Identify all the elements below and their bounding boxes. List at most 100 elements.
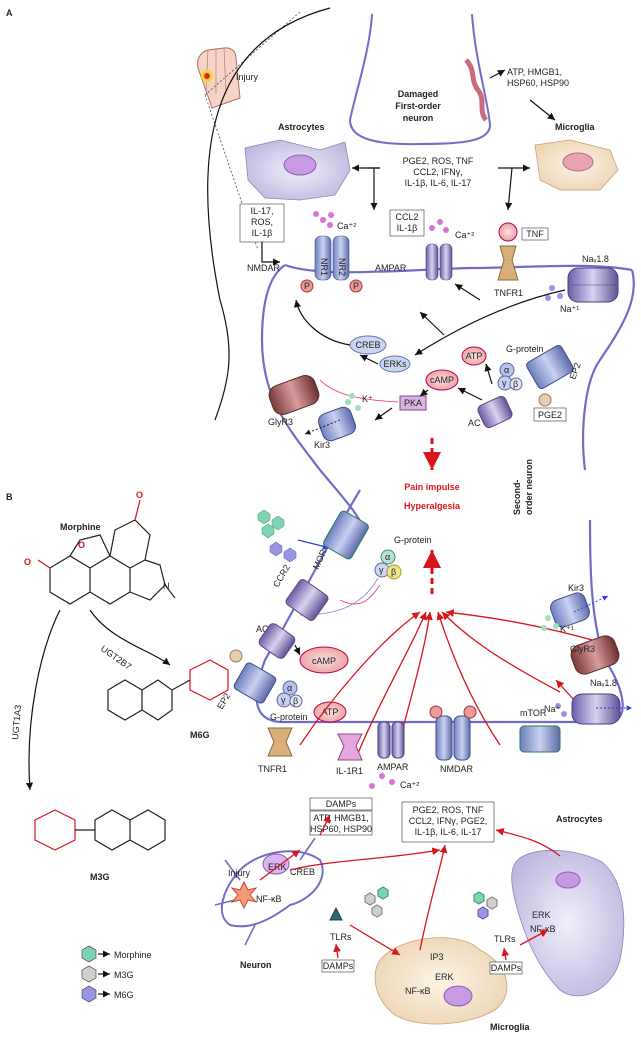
ampar-b-receptor xyxy=(377,721,405,759)
atp-a-node xyxy=(461,346,487,366)
svg-text:IL-17,ROS,IL-1β: IL-17,ROS,IL-1β xyxy=(250,206,273,238)
beta-b-bot: β xyxy=(293,696,298,706)
m3g-title: M3G xyxy=(90,872,110,882)
nav-a-label: Naᵥ1.8 xyxy=(582,254,609,264)
mediators-a-l2: CCL2, IFNγ, xyxy=(413,167,463,177)
erks-label: ERKs xyxy=(383,359,407,369)
panel-a-label: A xyxy=(6,8,13,18)
morphine-o2: O xyxy=(24,557,31,567)
damps-list-l2: HSP60, HSP90 xyxy=(310,824,372,834)
pge2-ligand-b xyxy=(229,649,243,663)
beta-a: β xyxy=(513,379,518,389)
microglia-b-cell xyxy=(374,937,508,1025)
pka-node xyxy=(399,395,427,411)
legend: Morphine M3G M6G xyxy=(81,945,152,1003)
ac-a-enzyme xyxy=(477,395,513,429)
damps-b-small-box-2 xyxy=(489,961,523,975)
creb-a-label: CREB xyxy=(355,340,380,350)
beta-b-top: β xyxy=(391,567,396,577)
ep2-a-receptor xyxy=(526,344,574,390)
ugt2b7-label: UGT2B7 xyxy=(99,643,133,671)
alpha-a: α xyxy=(504,365,509,375)
k-a-label: K⁺ xyxy=(362,394,373,404)
erks-node xyxy=(379,355,411,373)
glyr3-a-channel xyxy=(268,375,320,415)
astro-box-l1: IL-17, xyxy=(250,206,273,216)
erk-b-label-astro: ERK xyxy=(532,910,551,920)
atp-a-label: ATP xyxy=(466,351,483,361)
alpha-b-bot: α xyxy=(287,683,292,693)
microglia-a-nucleus xyxy=(562,152,594,172)
alpha-b-top: α xyxy=(385,552,390,562)
injury-star-icon xyxy=(230,880,258,910)
nav18-b-channel xyxy=(571,693,621,725)
astro-mediator-box xyxy=(239,203,285,243)
p-label-1: P xyxy=(304,281,310,291)
m3g-structure xyxy=(34,809,166,851)
calcium-ions-a2 xyxy=(429,219,449,233)
damps-b-small-2: DAMPs xyxy=(491,963,522,973)
bottom-red-arrows xyxy=(259,814,561,961)
pka-inhibit-glyr3 xyxy=(319,379,399,403)
tlr-b-receptor xyxy=(519,725,561,753)
mediators-b-box xyxy=(401,801,495,843)
p-label-2: P xyxy=(353,281,359,291)
legend-morphine-label: Morphine xyxy=(114,950,152,960)
damps-title: DAMPs xyxy=(326,799,357,809)
astro-box-l3: IL-1β xyxy=(252,228,273,238)
tnfr1-b-receptor xyxy=(267,727,293,757)
ccr2-receptor xyxy=(285,579,329,621)
sodium-ions-b xyxy=(555,703,567,717)
m6g-ligands-b xyxy=(269,541,297,563)
morphine-o1: O xyxy=(136,490,143,500)
nr2-label: NR2 xyxy=(337,258,347,276)
neuron-cell-b xyxy=(214,837,324,946)
hyperalgesia-label: Hyperalgesia xyxy=(404,501,461,511)
il1r1-receptor xyxy=(337,733,363,761)
ep2-b-receptor xyxy=(233,662,277,704)
mor-label: MOR xyxy=(311,547,329,571)
first-order-axon-outline xyxy=(207,7,331,421)
na-b-label: Na⁺ xyxy=(544,704,561,714)
ugt1a3-label: UGT1A3 xyxy=(10,704,23,740)
na-a-label: Na⁺¹ xyxy=(560,304,579,314)
damps-b-small-1: DAMPs xyxy=(323,961,354,971)
ca-label-a2: Ca⁺² xyxy=(455,230,474,240)
pain-impulse-label: Pain impulse xyxy=(404,482,460,492)
m6g-title: M6G xyxy=(190,730,210,740)
neuron-b-label: Neuron xyxy=(240,960,272,970)
astrocytes-b-label: Astrocytes xyxy=(556,814,603,824)
mediators-b-l2: CCL2, IFNγ, PGE2, xyxy=(409,816,488,826)
glyr3-b-channel xyxy=(570,635,620,675)
ca-label-a1: Ca⁺² xyxy=(337,221,356,231)
morphine-n: N xyxy=(163,581,170,591)
ac-a-label: AC xyxy=(468,418,481,428)
ccl2-box-l2: IL-1β xyxy=(397,223,418,233)
damps-title-box xyxy=(309,797,373,811)
potassium-ions-b xyxy=(541,615,559,631)
nmdar-b-label: NMDAR xyxy=(440,764,473,774)
ligand-cluster-bottom-2 xyxy=(473,891,498,920)
nav18-a-channel xyxy=(567,267,619,303)
glyr3-b-label: GlyR3 xyxy=(570,644,595,654)
gamma-b-bot: γ xyxy=(281,695,286,705)
tlrs-b-label-neuron: TLRs xyxy=(330,932,352,942)
gamma-b-top: γ xyxy=(379,565,384,575)
creb-b-label: CREB xyxy=(290,867,315,877)
legend-m3g-label: M3G xyxy=(114,970,134,980)
ca-b-label: Ca⁺² xyxy=(400,780,419,790)
damaged-neuron-l3: neuron xyxy=(403,113,434,123)
m6g-structure xyxy=(107,659,229,721)
sodium-ions-a xyxy=(545,285,563,301)
svg-text:Second-order neuron: Second-order neuron xyxy=(512,459,534,515)
kir3-b-channel xyxy=(550,592,590,628)
nr1-label: NR1 xyxy=(319,258,329,276)
astrocyte-b-cell xyxy=(511,849,625,997)
nmdar-a-label: NMDAR xyxy=(247,263,280,273)
camp-b-label: cAMP xyxy=(312,656,336,666)
nfkb-b-label-microglia: NF-κB xyxy=(405,986,431,996)
